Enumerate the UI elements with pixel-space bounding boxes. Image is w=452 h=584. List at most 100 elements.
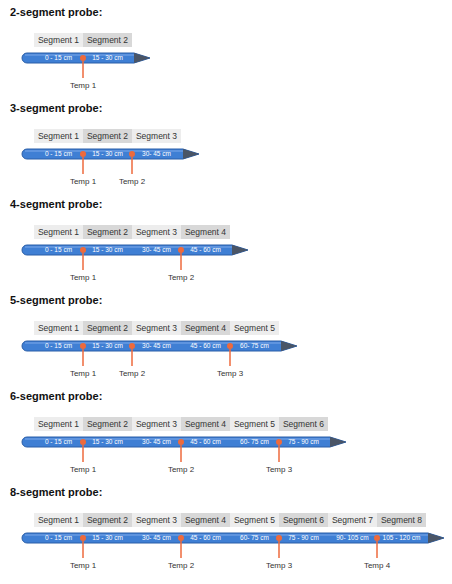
segment-tab: Segment 1	[34, 417, 83, 431]
sensor-dot	[178, 535, 184, 541]
depth-range: 15 - 30 cm	[83, 533, 132, 543]
leader-line	[278, 445, 280, 462]
depth-range: 15 - 30 cm	[83, 437, 132, 447]
probe-rod	[22, 533, 444, 543]
segment-label: Segment 3	[136, 323, 177, 333]
segment-tab: Segment 3	[132, 225, 181, 239]
sensor-dot	[178, 247, 184, 253]
temp-label: Temp 2	[102, 369, 162, 378]
depth-range: 45 - 60 cm	[181, 533, 230, 543]
depth-range: 30- 45 cm	[132, 533, 181, 543]
temp-label: Temp 2	[151, 273, 211, 282]
sensor-dot	[80, 55, 86, 61]
segment-tab: Segment 4	[181, 225, 230, 239]
segment-tab: Segment 4	[181, 513, 230, 527]
segment-tab: Segment 1	[34, 513, 83, 527]
segment-tab: Segment 2	[83, 513, 132, 527]
segment-tab: Segment 6	[279, 513, 328, 527]
leader-line	[229, 349, 231, 366]
depth-range: 30- 45 cm	[132, 245, 181, 255]
sensor-dot	[80, 247, 86, 253]
temp-label: Temp 2	[151, 561, 211, 570]
leader-line	[278, 541, 280, 558]
leader-line	[376, 541, 378, 558]
leader-line	[82, 157, 84, 174]
segment-label: Segment 5	[234, 515, 275, 525]
depth-range: 90- 105 cm	[328, 533, 377, 543]
section-heading: 4-segment probe:	[10, 198, 102, 210]
segment-tab: Segment 3	[132, 321, 181, 335]
sensor-dot	[276, 535, 282, 541]
segment-label: Segment 3	[136, 515, 177, 525]
section-heading: 6-segment probe:	[10, 390, 102, 402]
temp-label: Temp 1	[53, 273, 113, 282]
segment-label: Segment 1	[38, 227, 79, 237]
section-heading: 8-segment probe:	[10, 486, 102, 498]
segment-label: Segment 5	[234, 323, 275, 333]
leader-line	[180, 445, 182, 462]
segment-label: Segment 1	[38, 419, 79, 429]
segment-tab: Segment 4	[181, 321, 230, 335]
depth-range: 45 - 60 cm	[181, 341, 230, 351]
segment-label: Segment 1	[38, 131, 79, 141]
sensor-dot	[374, 535, 380, 541]
leader-line	[82, 253, 84, 270]
depth-range: 75 - 90 cm	[279, 437, 328, 447]
temp-label: Temp 1	[53, 465, 113, 474]
depth-range: 45 - 60 cm	[181, 245, 230, 255]
segment-tab: Segment 8	[377, 513, 426, 527]
depth-range: 45 - 60 cm	[181, 437, 230, 447]
depth-range: 60- 75 cm	[230, 341, 279, 351]
segment-label: Segment 4	[185, 227, 226, 237]
depth-range: 15 - 30 cm	[83, 341, 132, 351]
leader-line	[180, 541, 182, 558]
leader-line	[82, 349, 84, 366]
segment-tab: Segment 1	[34, 225, 83, 239]
sensor-dot	[178, 439, 184, 445]
segment-tab: Segment 2	[83, 321, 132, 335]
segment-label: Segment 2	[87, 515, 128, 525]
segment-label: Segment 3	[136, 419, 177, 429]
segment-tab: Segment 2	[83, 33, 132, 47]
section-heading: 5-segment probe:	[10, 294, 102, 306]
segment-tab: Segment 5	[230, 513, 279, 527]
temp-label: Temp 4	[347, 561, 407, 570]
temp-label: Temp 3	[249, 465, 309, 474]
segment-tab: Segment 6	[279, 417, 328, 431]
leader-line	[180, 253, 182, 270]
segment-label: Segment 4	[185, 323, 226, 333]
segment-tab: Segment 7	[328, 513, 377, 527]
depth-range: 15 - 30 cm	[83, 149, 132, 159]
probe-rod	[22, 341, 297, 351]
probe-tip	[330, 437, 346, 447]
segment-label: Segment 8	[381, 515, 422, 525]
segment-tab: Segment 2	[83, 225, 132, 239]
temp-label: Temp 1	[53, 81, 113, 90]
temp-label: Temp 1	[53, 369, 113, 378]
section-heading: 3-segment probe:	[10, 102, 102, 114]
temp-label: Temp 1	[53, 561, 113, 570]
segment-label: Segment 2	[87, 323, 128, 333]
section-heading: 2-segment probe:	[10, 6, 102, 18]
depth-range: 0 - 15 cm	[34, 245, 83, 255]
segment-label: Segment 2	[87, 227, 128, 237]
probe-rod	[22, 149, 199, 159]
depth-range: 0 - 15 cm	[34, 437, 83, 447]
segment-tab: Segment 1	[34, 321, 83, 335]
depth-range: 0 - 15 cm	[34, 53, 83, 63]
segment-tab: Segment 3	[132, 513, 181, 527]
depth-range: 60- 75 cm	[230, 533, 279, 543]
depth-range: 15 - 30 cm	[83, 53, 132, 63]
temp-label: Temp 2	[102, 177, 162, 186]
sensor-dot	[129, 151, 135, 157]
segment-label: Segment 3	[136, 227, 177, 237]
depth-range: 30- 45 cm	[132, 437, 181, 447]
segment-tab: Segment 5	[230, 321, 279, 335]
sensor-dot	[129, 343, 135, 349]
temp-label: Temp 2	[151, 465, 211, 474]
probe-rod	[22, 53, 150, 63]
segment-label: Segment 1	[38, 323, 79, 333]
segment-tab: Segment 4	[181, 417, 230, 431]
segment-label: Segment 6	[283, 515, 324, 525]
probe-tip	[134, 53, 150, 63]
